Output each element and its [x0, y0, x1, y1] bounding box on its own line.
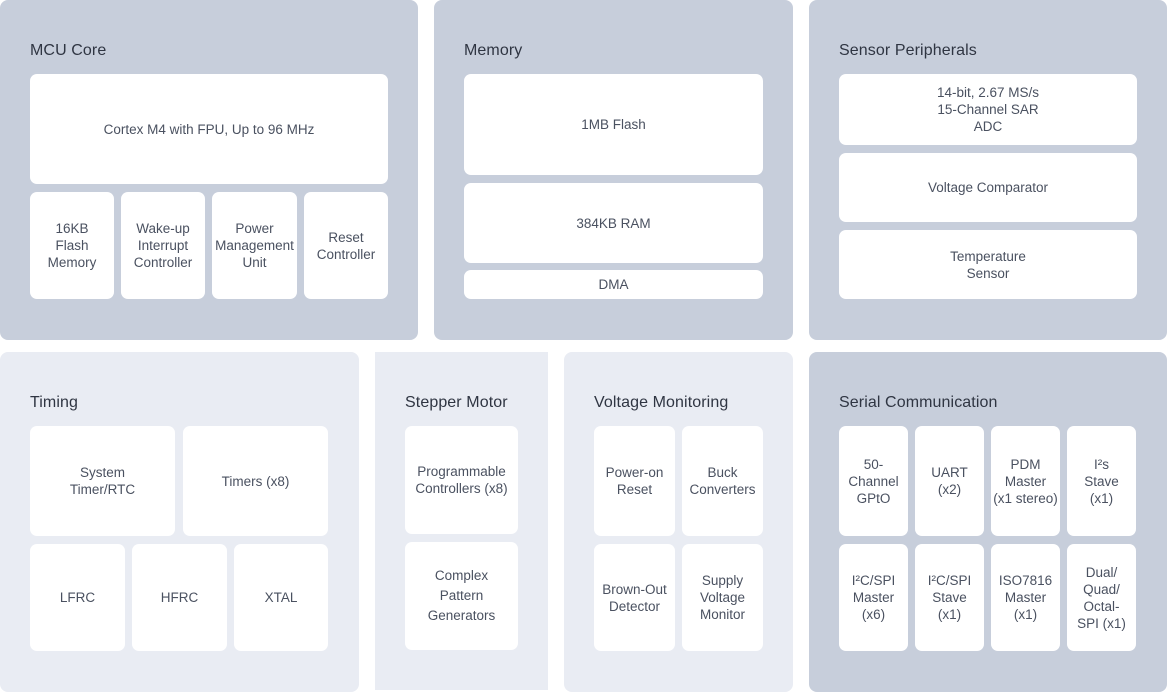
- iso7816-master-block: ISO7816 Master (x1): [991, 544, 1060, 651]
- adc-block: 14-bit, 2.67 MS/s 15-Channel SAR ADC: [839, 74, 1137, 145]
- xtal-block: XTAL: [234, 544, 328, 651]
- stepper-motor-panel: Stepper Motor Programmable Controllers (…: [375, 352, 548, 690]
- ram-block: 384KB RAM: [464, 183, 763, 263]
- i2s-slave-block: I²s Stave (x1): [1067, 426, 1136, 536]
- voltage-monitoring-panel: Voltage Monitoring Power-on Reset Buck C…: [564, 352, 793, 692]
- flash-1mb-block: 1MB Flash: [464, 74, 763, 175]
- system-timer-block: System Timer/RTC: [30, 426, 175, 536]
- mcu-core-panel: MCU Core Cortex M4 with FPU, Up to 96 MH…: [0, 0, 418, 340]
- hfrc-block: HFRC: [132, 544, 227, 651]
- voltage-monitoring-title: Voltage Monitoring: [594, 394, 729, 411]
- wakeup-interrupt-block: Wake-up Interrupt Controller: [121, 192, 205, 299]
- supply-voltage-monitor-block: Supply Voltage Monitor: [682, 544, 763, 651]
- i2c-spi-master-block: I²C/SPI Master (x6): [839, 544, 908, 651]
- sensor-peripherals-title: Sensor Peripherals: [839, 42, 977, 59]
- gpio-block: 50- Channel GPtO: [839, 426, 908, 536]
- lfrc-block: LFRC: [30, 544, 125, 651]
- timing-panel: Timing System Timer/RTC Timers (x8) LFRC…: [0, 352, 359, 692]
- buck-converters-block: Buck Converters: [682, 426, 763, 536]
- stepper-motor-title: Stepper Motor: [405, 394, 508, 411]
- serial-communication-title: Serial Communication: [839, 394, 998, 411]
- cortex-m4-block: Cortex M4 with FPU, Up to 96 MHz: [30, 74, 388, 184]
- power-on-reset-block: Power-on Reset: [594, 426, 675, 536]
- i2c-spi-slave-block: I²C/SPI Stave (x1): [915, 544, 984, 651]
- pdm-master-block: PDM Master (x1 stereo): [991, 426, 1060, 536]
- uart-block: UART (x2): [915, 426, 984, 536]
- pattern-generators-block: Complex Pattern Generators: [405, 542, 518, 650]
- power-management-block: Power Management Unit: [212, 192, 297, 299]
- memory-title: Memory: [464, 42, 523, 59]
- serial-communication-panel: Serial Communication 50- Channel GPtO UA…: [809, 352, 1167, 692]
- dma-block: DMA: [464, 270, 763, 299]
- mcu-core-title: MCU Core: [30, 42, 107, 59]
- memory-panel: Memory 1MB Flash 384KB RAM DMA: [434, 0, 793, 340]
- brown-out-detector-block: Brown-Out Detector: [594, 544, 675, 651]
- programmable-controllers-block: Programmable Controllers (x8): [405, 426, 518, 534]
- timers-block: Timers (x8): [183, 426, 328, 536]
- temperature-sensor-block: Temperature Sensor: [839, 230, 1137, 299]
- timing-title: Timing: [30, 394, 79, 411]
- reset-controller-block: Reset Controller: [304, 192, 388, 299]
- sensor-peripherals-panel: Sensor Peripherals 14-bit, 2.67 MS/s 15-…: [809, 0, 1167, 340]
- octal-spi-block: Dual/ Quad/ Octal- SPI (x1): [1067, 544, 1136, 651]
- voltage-comparator-block: Voltage Comparator: [839, 153, 1137, 222]
- flash-memory-block: 16KB Flash Memory: [30, 192, 114, 299]
